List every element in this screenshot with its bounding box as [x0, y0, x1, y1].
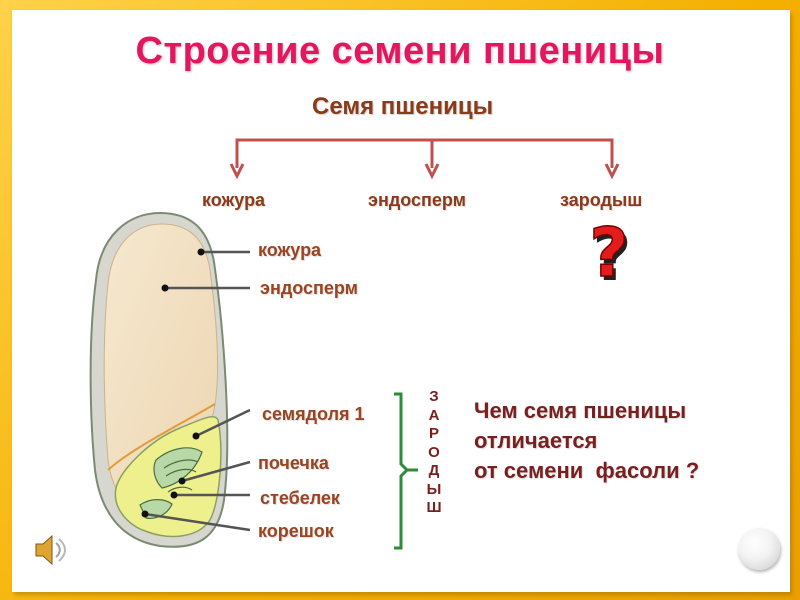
- pointer-root: [144, 512, 251, 532]
- question-line: Чем семя пшеницы: [474, 398, 687, 423]
- label-root: корешок: [258, 521, 334, 541]
- svg-text:?: ?: [589, 214, 628, 293]
- question-line: отличается: [474, 428, 598, 453]
- label-stem: стебелек: [260, 488, 340, 508]
- question-icon: ? ?: [589, 213, 632, 297]
- vertical-letter: Ш: [426, 499, 442, 516]
- vertical-letter: Ы: [426, 480, 442, 498]
- circle-button-icon[interactable]: [738, 528, 780, 570]
- embryo-boundary: [107, 403, 216, 471]
- vertical-letter: З: [429, 388, 439, 405]
- label-endosperm: эндосперм: [260, 278, 358, 298]
- vertical-letter: О: [428, 443, 440, 461]
- category-endosperm: эндосперм: [368, 190, 466, 210]
- question-line: от семени фасоли ?: [474, 458, 700, 483]
- vertical-letter: Р: [428, 425, 439, 442]
- tree-top-bar: [235, 138, 614, 168]
- arrow-skin: [229, 163, 245, 180]
- embryo-bracket: [394, 392, 418, 550]
- tree-arrowheads: [229, 163, 620, 180]
- svg-text:?: ?: [592, 218, 631, 297]
- diagram-subtitle: Семя пшеницы: [312, 93, 494, 120]
- sound-button[interactable]: [30, 530, 70, 570]
- pointer-lines: [144, 250, 251, 532]
- label-bud: почечка: [258, 453, 329, 473]
- pointer-cotyledon: [195, 408, 251, 438]
- speaker-icon: [35, 534, 66, 566]
- page-title: Строение семени пшеницы: [135, 30, 665, 72]
- label-cotyledon: семядоля 1: [262, 404, 365, 424]
- pointer-dots: [141, 248, 205, 518]
- vertical-letter: Д: [428, 462, 440, 479]
- arrow-embryo: [604, 163, 620, 180]
- pointer-bud: [181, 460, 251, 483]
- label-skin: кожура: [258, 240, 322, 260]
- embryo-vertical-word: З А Р О Д Ы Ш: [424, 388, 444, 518]
- arrow-endosperm: [424, 163, 440, 180]
- category-embryo: зародыш: [560, 190, 643, 210]
- category-skin: кожура: [202, 190, 266, 210]
- tree-connector: [235, 138, 614, 168]
- question-text: Чем семя пшеницы отличается от семени фа…: [474, 396, 699, 486]
- wheat-seed: [89, 211, 229, 548]
- vertical-letter: А: [428, 406, 440, 424]
